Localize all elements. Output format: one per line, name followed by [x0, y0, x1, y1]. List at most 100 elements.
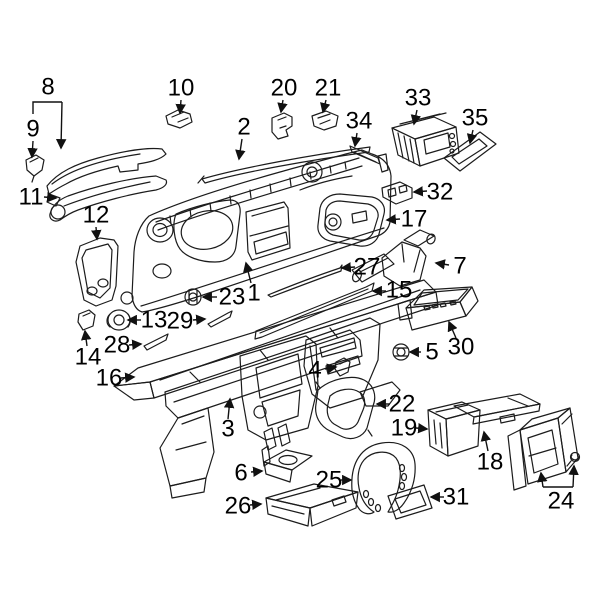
callout-label-1: 1 — [247, 280, 260, 307]
part-30-highlighted-drawing[interactable] — [397, 286, 479, 331]
callout-20[interactable]: 20 — [271, 75, 298, 114]
part-2-drawing[interactable] — [197, 146, 371, 184]
callout-7[interactable]: 7 — [434, 253, 467, 280]
callout-23[interactable]: 23 — [201, 284, 246, 311]
part-34-drawing[interactable] — [349, 145, 389, 173]
callout-1[interactable]: 1 — [243, 261, 261, 307]
callout-label-8: 8 — [41, 74, 54, 101]
part-22-drawing[interactable] — [315, 376, 376, 440]
callout-label-10: 10 — [168, 75, 195, 102]
callout-13[interactable]: 13 — [126, 307, 168, 334]
callout-label-13: 13 — [141, 307, 168, 334]
callout-label-24: 24 — [548, 488, 575, 515]
callout-label-35: 35 — [462, 105, 489, 132]
part-1-drawing[interactable] — [120, 149, 392, 313]
callout-35[interactable]: 35 — [462, 105, 489, 145]
callout-34[interactable]: 34 — [346, 108, 373, 148]
callout-label-14: 14 — [75, 344, 102, 371]
callout-label-21: 21 — [315, 75, 342, 102]
callout-8[interactable]: 8 — [32, 74, 67, 150]
callout-label-5: 5 — [425, 339, 438, 366]
callout-17[interactable]: 17 — [385, 206, 428, 233]
callout-label-18: 18 — [477, 449, 504, 476]
callout-label-11: 11 — [19, 184, 44, 211]
callout-label-4: 4 — [308, 357, 321, 384]
part-16-drawing[interactable] — [113, 279, 439, 401]
callout-5[interactable]: 5 — [408, 339, 439, 366]
callout-10[interactable]: 10 — [168, 75, 195, 115]
part-31-drawing[interactable] — [387, 484, 433, 520]
callout-label-31: 31 — [443, 484, 470, 511]
callout-14[interactable]: 14 — [75, 329, 102, 371]
part-29-drawing[interactable] — [207, 310, 233, 328]
callout-22[interactable]: 22 — [375, 391, 416, 418]
callout-24[interactable]: 24 — [537, 464, 579, 515]
callout-label-9: 9 — [26, 116, 39, 143]
callout-32[interactable]: 32 — [412, 179, 454, 206]
callout-label-34: 34 — [346, 108, 373, 135]
callout-label-22: 22 — [389, 391, 416, 418]
part-24-drawing[interactable] — [507, 407, 579, 491]
callout-label-20: 20 — [271, 75, 298, 102]
part-5-drawing[interactable] — [392, 343, 410, 361]
part-11-drawing[interactable] — [49, 175, 168, 222]
callout-label-30: 30 — [448, 334, 475, 361]
callout-33[interactable]: 33 — [405, 85, 432, 126]
callout-label-28: 28 — [104, 332, 131, 359]
callout-11[interactable]: 11 — [19, 184, 58, 211]
callout-label-6: 6 — [234, 460, 247, 487]
callout-4[interactable]: 4 — [308, 357, 338, 384]
part-28-drawing[interactable] — [143, 333, 169, 351]
part-14-drawing[interactable] — [77, 309, 96, 331]
callout-30[interactable]: 30 — [448, 320, 475, 361]
callout-label-2: 2 — [237, 114, 250, 141]
callout-2[interactable]: 2 — [235, 114, 251, 161]
callout-18[interactable]: 18 — [477, 430, 504, 476]
part-32-drawing[interactable] — [381, 181, 413, 205]
part-19-drawing[interactable] — [427, 401, 481, 457]
callout-label-17: 17 — [401, 206, 428, 233]
callout-21[interactable]: 21 — [315, 75, 342, 114]
callout-label-19: 19 — [391, 415, 418, 442]
callout-label-3: 3 — [221, 416, 234, 443]
callout-label-7: 7 — [453, 253, 466, 280]
part-24-screw-drawing[interactable] — [566, 451, 581, 467]
part-18-drawing[interactable] — [453, 393, 541, 425]
part-12-drawing[interactable] — [75, 237, 119, 307]
part-9-drawing[interactable] — [25, 154, 45, 183]
callout-25[interactable]: 25 — [316, 467, 353, 494]
part-7-drawing[interactable] — [351, 229, 437, 287]
callout-label-27: 27 — [354, 254, 381, 281]
callout-31[interactable]: 31 — [429, 484, 470, 511]
part-35-drawing[interactable] — [443, 131, 497, 172]
part-6-drawing[interactable] — [261, 445, 313, 483]
callout-3[interactable]: 3 — [221, 397, 235, 443]
callout-label-25: 25 — [316, 467, 343, 494]
part-23-drawing[interactable] — [184, 288, 202, 306]
callout-19[interactable]: 19 — [391, 415, 429, 442]
callout-29[interactable]: 29 — [167, 308, 207, 335]
callout-label-29: 29 — [167, 308, 194, 335]
part-10-drawing[interactable] — [165, 109, 193, 129]
part-33-drawing[interactable] — [391, 112, 460, 167]
callout-label-33: 33 — [405, 85, 432, 112]
callout-28[interactable]: 28 — [104, 332, 143, 359]
callout-label-16: 16 — [96, 365, 123, 392]
callout-26[interactable]: 26 — [225, 493, 263, 520]
part-26-drawing[interactable] — [265, 483, 359, 527]
callout-9[interactable]: 9 — [26, 116, 40, 159]
callout-27[interactable]: 27 — [340, 254, 381, 281]
part-25-drawing[interactable] — [351, 441, 416, 515]
part-20-drawing[interactable] — [271, 112, 293, 140]
callout-6[interactable]: 6 — [234, 460, 264, 487]
callout-12[interactable]: 12 — [83, 202, 110, 241]
callout-label-23: 23 — [219, 284, 246, 311]
callout-16[interactable]: 16 — [96, 365, 136, 392]
part-13-drawing[interactable] — [106, 309, 131, 331]
callout-15[interactable]: 15 — [371, 277, 413, 304]
callout-label-15: 15 — [386, 277, 413, 304]
part-17-drawing[interactable] — [317, 193, 386, 247]
callout-label-32: 32 — [427, 179, 454, 206]
part-21-drawing[interactable] — [311, 110, 339, 131]
